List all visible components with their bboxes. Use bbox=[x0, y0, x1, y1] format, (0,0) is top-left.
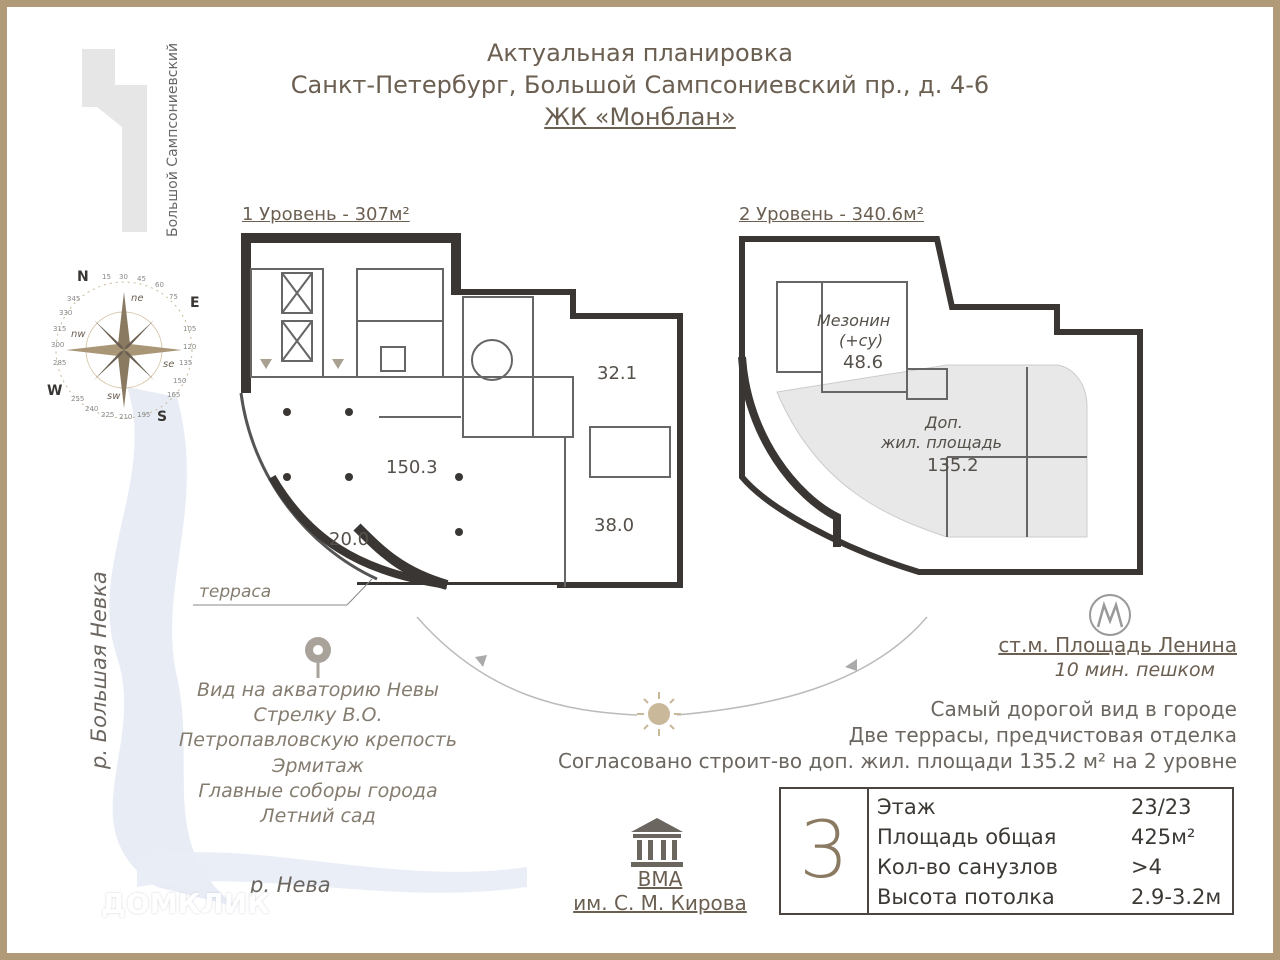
deg-225: 225 bbox=[101, 411, 115, 419]
deg-315: 315 bbox=[53, 325, 67, 333]
deg-75: 75 bbox=[169, 293, 178, 301]
view-item: Эрмитаж bbox=[272, 755, 364, 777]
feature-item: Самый дорогой вид в городе bbox=[930, 697, 1237, 721]
vma-sub: им. С. М. Кирова bbox=[573, 891, 747, 915]
deg-285: 285 bbox=[53, 359, 67, 367]
metro-icon bbox=[1089, 594, 1131, 636]
deg-150: 150 bbox=[173, 377, 187, 385]
metro-name: ст.м. Площадь Ленина bbox=[998, 633, 1237, 657]
feature-item: Согласовано строит-во доп. жил. площади … bbox=[557, 749, 1237, 773]
header-address: Санкт-Петербург, Большой Сампсониевский … bbox=[290, 71, 990, 99]
extra-area-value: 135.2 bbox=[927, 455, 979, 476]
deg-45: 45 bbox=[137, 275, 146, 283]
deg-210: 210 bbox=[119, 413, 133, 421]
deg-330: 330 bbox=[59, 309, 73, 317]
mezzanine-wc-label: (+су) bbox=[839, 331, 884, 350]
info-ceiling-value: 2.9-3.2м bbox=[1131, 885, 1222, 909]
info-box: 3 Этаж 23/23 Площадь общая 425м² Кол-во … bbox=[779, 787, 1234, 915]
deg-120: 120 bbox=[183, 343, 197, 351]
drawing-layer bbox=[55, 49, 1143, 919]
mezzanine-label: Мезонин bbox=[817, 311, 891, 330]
street-block-shape bbox=[82, 49, 147, 232]
deg-240: 240 bbox=[85, 405, 99, 413]
view-item: Стрелку В.О. bbox=[253, 704, 383, 726]
info-bathrooms-value: >4 bbox=[1131, 855, 1162, 879]
compass-rose bbox=[55, 281, 193, 419]
room-38-0: 38.0 bbox=[594, 515, 635, 536]
header-complex: ЖК «Монблан» bbox=[544, 103, 736, 131]
deg-165: 165 bbox=[167, 391, 181, 399]
river-neva-label: р. Нева bbox=[250, 873, 331, 897]
watermark-icon bbox=[63, 885, 95, 919]
compass-n: N bbox=[77, 269, 89, 285]
info-floor-value: 23/23 bbox=[1131, 795, 1192, 819]
mezzanine-area: 48.6 bbox=[843, 352, 884, 373]
info-area-label: Площадь общая bbox=[877, 825, 1057, 849]
feature-item: Двe террасы, предчистовая отделка bbox=[848, 723, 1237, 747]
deg-105: 105 bbox=[183, 325, 197, 333]
metro-walk: 10 мин. пешком bbox=[1054, 659, 1215, 681]
sun-arc-right bbox=[676, 616, 928, 716]
deg-135: 135 bbox=[179, 359, 193, 367]
level2-plan bbox=[738, 236, 1143, 575]
river-bolshaya-nevka bbox=[109, 387, 237, 907]
level2-title: 2 Уровень - 340.6м² bbox=[739, 204, 924, 225]
compass-w: W bbox=[47, 383, 63, 399]
info-area-value: 425м² bbox=[1131, 825, 1196, 849]
compass-sw: sw bbox=[107, 391, 121, 402]
deg-60: 60 bbox=[155, 281, 164, 289]
compass-s: S bbox=[157, 409, 168, 425]
deg-345: 345 bbox=[67, 295, 81, 303]
extra-area-label-1: Доп. bbox=[925, 413, 963, 432]
deg-195: 195 bbox=[137, 411, 151, 419]
rooms-count: 3 bbox=[781, 789, 869, 913]
compass-se: se bbox=[163, 359, 175, 370]
view-item: Главные соборы города bbox=[198, 780, 438, 802]
room-32-1: 32.1 bbox=[597, 363, 638, 384]
compass-ne: ne bbox=[131, 293, 144, 304]
info-bathrooms-label: Кол-во санузлов bbox=[877, 855, 1059, 879]
deg-30: 30 bbox=[119, 273, 128, 281]
deg-255: 255 bbox=[71, 395, 85, 403]
sun-arc-left bbox=[416, 616, 638, 716]
watermark-text: ДОМКЛИК bbox=[101, 887, 271, 920]
compass-e: E bbox=[190, 295, 200, 311]
museum-icon bbox=[631, 818, 683, 867]
view-item: Вид на акваторию Невы bbox=[197, 679, 439, 701]
deg-15: 15 bbox=[102, 273, 111, 281]
info-floor-label: Этаж bbox=[877, 795, 936, 819]
river-neva bbox=[137, 852, 527, 893]
header-title: Актуальная планировка bbox=[486, 39, 794, 67]
vma-name: ВМА bbox=[637, 867, 683, 891]
compass-nw: nw bbox=[71, 329, 86, 340]
sun-icon bbox=[637, 692, 681, 736]
level1-plan bbox=[193, 233, 683, 606]
river-bolshaya-nevka-label: р. Большая Невка bbox=[87, 571, 111, 769]
room-20-0: 20.0 bbox=[329, 529, 370, 550]
info-ceiling-label: Высота потолка bbox=[877, 885, 1055, 909]
street-label: Большой Сампсониевский bbox=[165, 42, 181, 237]
location-pin-icon bbox=[305, 637, 331, 678]
view-item: Летний сад bbox=[260, 805, 376, 827]
level1-title: 1 Уровень - 307м² bbox=[242, 204, 410, 225]
deg-300: 300 bbox=[51, 341, 65, 349]
extra-area-label-2: жил. площадь bbox=[881, 433, 1003, 452]
terrace-label: терраса bbox=[199, 582, 272, 602]
room-150-3: 150.3 bbox=[386, 457, 438, 478]
view-item: Петропавловскую крепость bbox=[178, 729, 458, 751]
